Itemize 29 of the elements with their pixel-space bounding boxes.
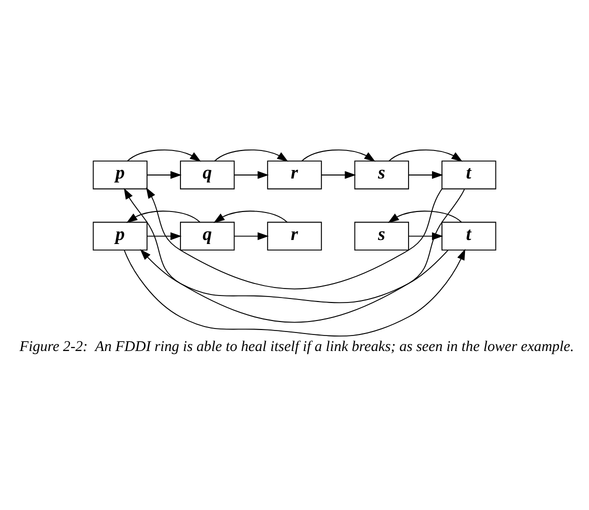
arrow bbox=[234, 171, 269, 179]
node-box: p bbox=[92, 222, 148, 251]
arrow bbox=[301, 149, 376, 162]
arrow bbox=[408, 171, 444, 179]
arrow bbox=[124, 188, 465, 323]
node-box: r bbox=[267, 222, 322, 251]
node-box: s bbox=[354, 222, 410, 251]
arrow bbox=[146, 171, 182, 179]
node-box: t bbox=[441, 160, 496, 190]
arrow bbox=[214, 149, 288, 162]
arrow bbox=[388, 210, 462, 223]
arrow bbox=[146, 187, 443, 290]
node-box: s bbox=[354, 160, 410, 190]
arrow bbox=[124, 248, 466, 337]
arrow bbox=[146, 232, 182, 240]
node-box: r bbox=[267, 160, 322, 190]
arrow bbox=[126, 210, 200, 223]
arrow bbox=[408, 232, 444, 240]
node-box: p bbox=[92, 160, 148, 190]
caption: Figure 2-2: An FDDI ring is able to heal itself if a link breaks; as seen in the lower example. bbox=[20, 338, 574, 355]
node-box: q bbox=[180, 222, 235, 251]
arrow bbox=[214, 210, 288, 223]
arrow bbox=[140, 249, 448, 304]
arrow bbox=[321, 171, 356, 179]
node-box: q bbox=[180, 160, 235, 190]
arrow bbox=[234, 232, 269, 240]
arrow bbox=[127, 149, 202, 162]
node-box: t bbox=[441, 222, 496, 251]
arrow bbox=[388, 149, 463, 162]
